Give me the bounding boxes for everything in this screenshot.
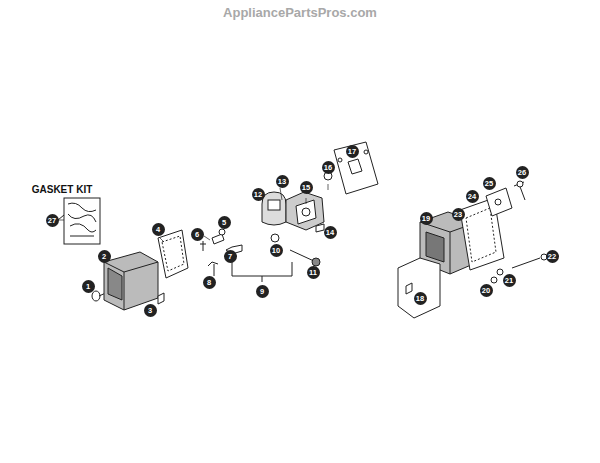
callout-number: 14 — [324, 226, 337, 239]
callout-number: 8 — [203, 276, 216, 289]
callout-number: 16 — [322, 161, 335, 174]
callout-number: 13 — [276, 175, 289, 188]
callout-number: 7 — [224, 250, 237, 263]
callout-number: 6 — [191, 228, 204, 241]
callout-number: 17 — [346, 145, 359, 158]
callout-number: 25 — [483, 177, 496, 190]
callout-number: 27 — [46, 214, 59, 227]
callout-number: 5 — [218, 216, 231, 229]
callout-number: 4 — [152, 223, 165, 236]
watermark: AppliancePartsPros.com — [223, 5, 377, 20]
callout-number: 26 — [516, 166, 529, 179]
callout-number: 18 — [414, 292, 427, 305]
callout-number: 10 — [270, 244, 283, 257]
callout-number: 22 — [546, 250, 559, 263]
kit-heading: GASKET KIT — [32, 184, 93, 195]
callout-number: 15 — [300, 181, 313, 194]
callout-number: 20 — [480, 284, 493, 297]
callout-number: 23 — [452, 208, 465, 221]
callout-number: 12 — [252, 188, 265, 201]
callout-number: 24 — [466, 190, 479, 203]
callout-number: 19 — [420, 212, 433, 225]
callout-number: 11 — [307, 266, 320, 279]
callout-number: 2 — [98, 250, 111, 263]
callout-number: 21 — [503, 274, 516, 287]
callout-number: 1 — [82, 280, 95, 293]
callout-number: 9 — [256, 285, 269, 298]
callout-number: 3 — [144, 304, 157, 317]
